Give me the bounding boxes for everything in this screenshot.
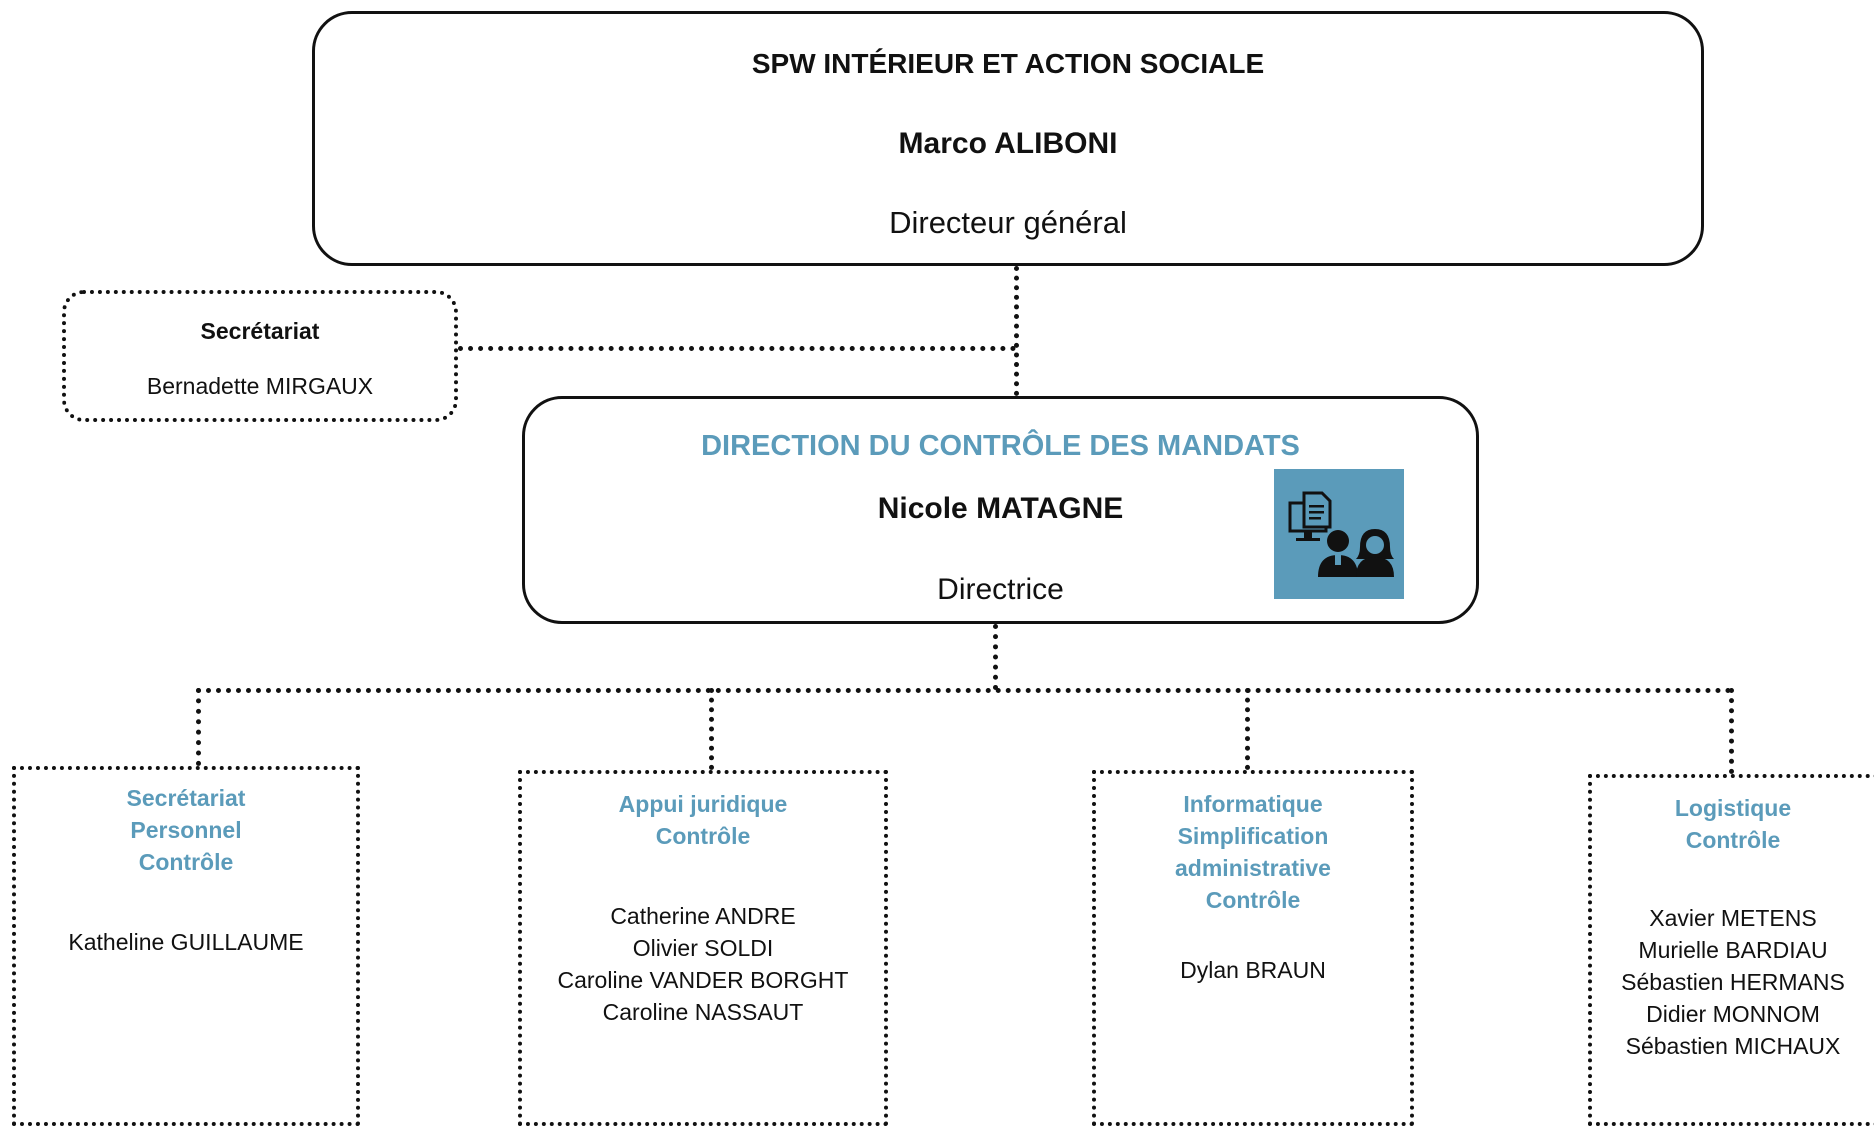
person-name: Olivier SOLDI [632, 935, 774, 961]
connector-units-bus [196, 688, 1732, 693]
secretariat-box: Secrétariat Bernadette MIRGAUX [62, 290, 458, 422]
person-name: Xavier METENS [1649, 905, 1817, 931]
unit-4-people: Xavier METENS Murielle BARDIAU Sébastien… [1592, 902, 1874, 1062]
person-name: Caroline VANDER BORGHT [557, 967, 849, 993]
org-name: SPW INTÉRIEUR ET ACTION SOCIALE [751, 48, 1265, 79]
unit-label: Logistique [1674, 795, 1792, 821]
unit-2-people: Catherine ANDRE Olivier SOLDI Caroline V… [522, 900, 884, 1028]
person-name: Didier MONNOM [1646, 1001, 1820, 1027]
director-general-name: Marco ALIBONI [898, 127, 1118, 160]
direction-box: DIRECTION DU CONTRÔLE DES MANDATS Nicole… [522, 396, 1479, 624]
unit-box-legal: Appui juridique Contrôle Catherine ANDRE… [518, 770, 888, 1126]
person-name: Caroline NASSAUT [602, 999, 804, 1025]
unit-box-it: Informatique Simplification administrati… [1092, 770, 1414, 1126]
unit-2-labels: Appui juridique Contrôle [522, 788, 884, 852]
unit-label: Contrôle [655, 823, 751, 849]
connector-unit-1 [196, 688, 201, 766]
unit-label: Personnel [130, 817, 242, 843]
unit-label: Informatique [1183, 791, 1323, 817]
connector-top-to-direction [1014, 266, 1019, 396]
unit-label: Secrétariat [126, 785, 246, 811]
unit-label: administrative [1175, 855, 1331, 881]
connector-direction-to-units [993, 624, 998, 690]
person-name: Murielle BARDIAU [1638, 937, 1828, 963]
unit-box-secretariat: Secrétariat Personnel Contrôle Katheline… [12, 766, 360, 1126]
unit-label: Contrôle [1685, 827, 1781, 853]
secretariat-person: Bernadette MIRGAUX [146, 373, 374, 399]
person-name: Katheline GUILLAUME [68, 929, 304, 955]
unit-box-logistics: Logistique Contrôle Xavier METENS Muriel… [1588, 774, 1874, 1126]
connector-unit-2 [709, 688, 714, 770]
person-name: Catherine ANDRE [610, 903, 796, 929]
director-general-box: SPW INTÉRIEUR ET ACTION SOCIALE Marco AL… [312, 11, 1704, 266]
unit-label: Simplification [1177, 823, 1329, 849]
unit-label: Contrôle [1205, 887, 1301, 913]
connector-secretariat [458, 346, 1016, 351]
unit-1-people: Katheline GUILLAUME [16, 926, 356, 958]
unit-4-labels: Logistique Contrôle [1592, 792, 1874, 856]
secretariat-title: Secrétariat [200, 318, 320, 344]
unit-label: Contrôle [138, 849, 234, 875]
director-general-role: Directeur général [889, 205, 1127, 240]
unit-1-labels: Secrétariat Personnel Contrôle [16, 782, 356, 878]
director-name: Nicole MATAGNE [877, 492, 1124, 525]
office-staff-icon [1274, 469, 1404, 599]
director-role: Directrice [937, 573, 1064, 606]
unit-3-labels: Informatique Simplification administrati… [1096, 788, 1410, 916]
direction-title: DIRECTION DU CONTRÔLE DES MANDATS [701, 430, 1300, 462]
unit-3-people: Dylan BRAUN [1096, 954, 1410, 986]
connector-unit-3 [1245, 688, 1250, 770]
person-name: Dylan BRAUN [1180, 957, 1326, 983]
unit-label: Appui juridique [618, 791, 788, 817]
person-name: Sébastien MICHAUX [1625, 1033, 1841, 1059]
person-name: Sébastien HERMANS [1621, 969, 1845, 995]
connector-unit-4 [1729, 688, 1734, 774]
